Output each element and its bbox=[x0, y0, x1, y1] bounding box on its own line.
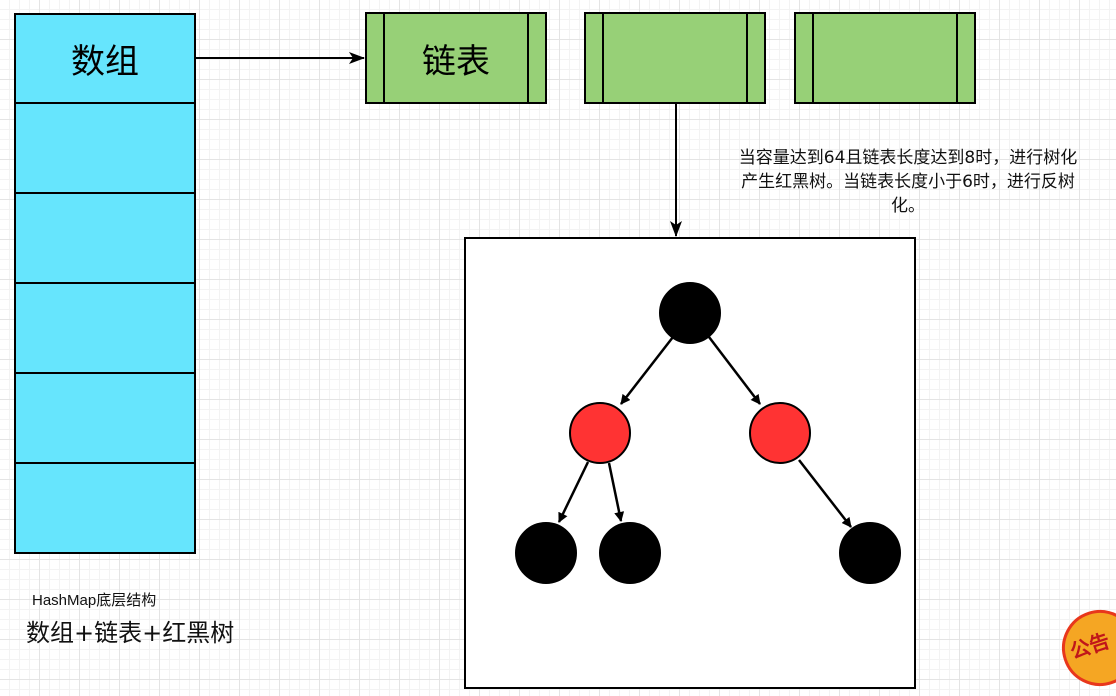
tree-node-right-red bbox=[749, 402, 811, 464]
treeify-note: 当容量达到64且链表长度达到8时，进行树化 产生红黑树。当链表长度小于6时，进行… bbox=[738, 148, 1078, 216]
tree-node-ll-black bbox=[515, 522, 577, 584]
list-node-2 bbox=[584, 12, 766, 104]
array-cell-2 bbox=[14, 192, 196, 284]
list-node-1: 链表 bbox=[365, 12, 547, 104]
edge-right-r bbox=[798, 459, 852, 528]
list-node-3 bbox=[794, 12, 976, 104]
edge-left-lr bbox=[607, 462, 625, 522]
edge-left-ll bbox=[557, 461, 590, 523]
tree-node-left-red bbox=[569, 402, 631, 464]
array-column: 数组 bbox=[14, 13, 196, 554]
tree-edges bbox=[557, 336, 852, 528]
array-cell-4 bbox=[14, 372, 196, 464]
array-cell-3 bbox=[14, 282, 196, 374]
array-cell-0 bbox=[14, 13, 196, 104]
tree-node-rr-black bbox=[839, 522, 901, 584]
edge-root-left bbox=[620, 336, 674, 405]
array-cell-5 bbox=[14, 462, 196, 554]
edge-root-right bbox=[708, 336, 761, 405]
main-caption: 数组+链表+红黑树 bbox=[26, 619, 235, 647]
linkedlist-label: 链表 bbox=[422, 42, 490, 82]
tree-node-lr-black bbox=[599, 522, 661, 584]
tree-node-root-black bbox=[659, 282, 721, 344]
array-label: 数组 bbox=[71, 42, 139, 82]
subtitle: HashMap底层结构 bbox=[32, 592, 157, 609]
array-cell-1 bbox=[14, 102, 196, 194]
